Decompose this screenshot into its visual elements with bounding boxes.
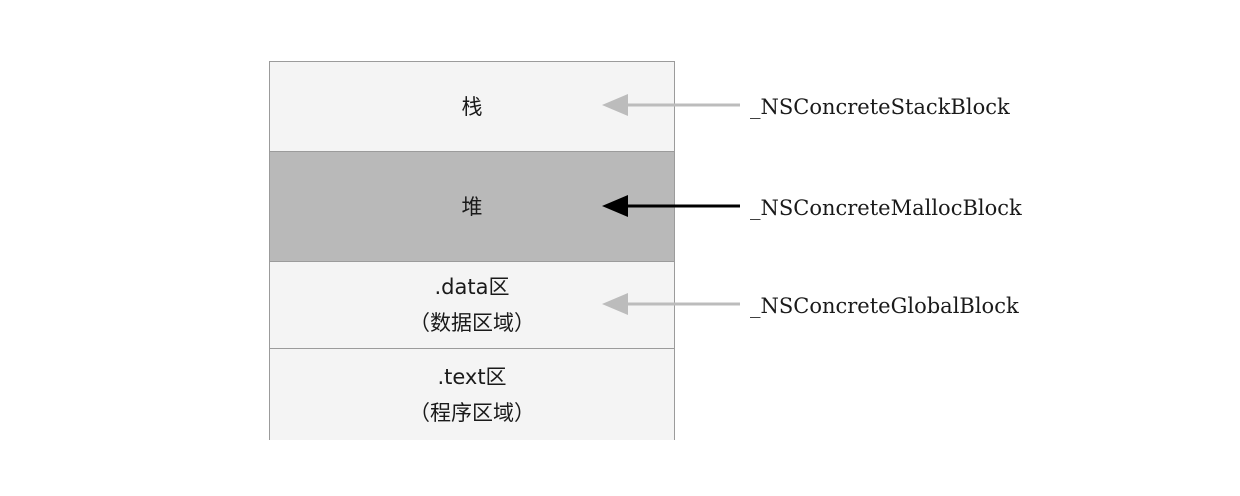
stack-region-label: 栈 — [461, 94, 483, 119]
stack-region: 栈 — [270, 62, 674, 152]
malloc-block-label: _NSConcreteMallocBlock — [750, 196, 1022, 220]
text-region: .text区 （程序区域） — [270, 349, 674, 440]
data-region-label: .data区 — [434, 275, 510, 299]
stack-block-arrow — [602, 94, 740, 116]
global-block-arrow — [602, 293, 740, 315]
global-block-label: _NSConcreteGlobalBlock — [750, 294, 1019, 318]
data-region-sublabel: （数据区域） — [409, 311, 535, 335]
heap-region-label: 堆 — [461, 194, 483, 219]
text-region-label: .text区 — [437, 364, 507, 389]
malloc-block-arrow — [602, 195, 740, 217]
stack-block-label: _NSConcreteStackBlock — [750, 95, 1010, 119]
text-region-sublabel: （程序区域） — [409, 400, 535, 425]
